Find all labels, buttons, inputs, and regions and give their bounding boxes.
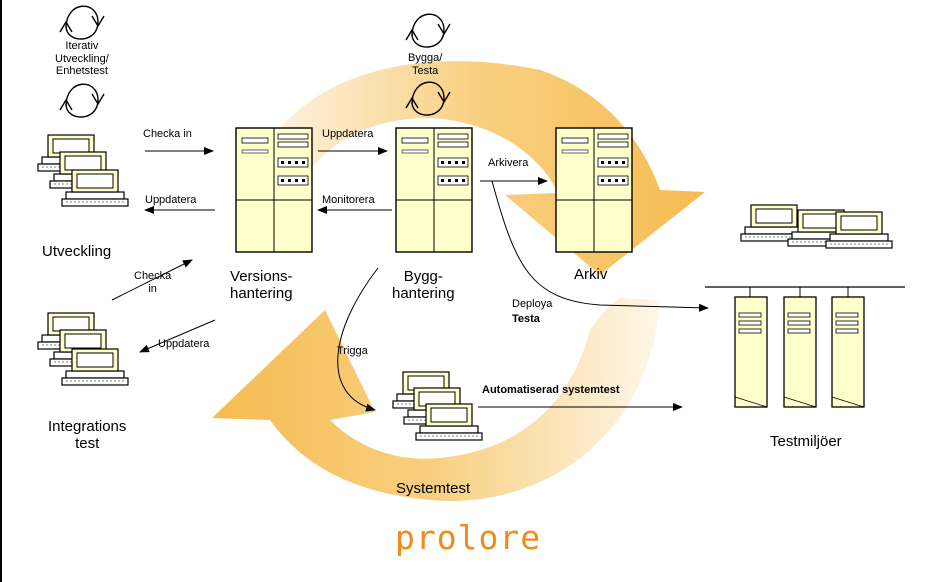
server-tower-icon [555, 127, 633, 253]
desktop-computers-icon [37, 134, 129, 207]
server-tower-icon [395, 127, 473, 253]
node-bygghantering: Bygg- hantering [392, 268, 455, 303]
cycle-arrow-bottom [212, 298, 660, 501]
circular-arrow-icon [59, 83, 105, 118]
circular-arrow-icon [405, 13, 451, 48]
update-label: Uppdatera [145, 194, 197, 206]
node-testmiljoer: Testmiljöer [770, 433, 842, 450]
deploy-label: Deploya [512, 298, 553, 310]
cycle-arrow-top [250, 61, 705, 275]
automated-systemtest-label: Automatiserad systemtest [482, 384, 620, 396]
update-label: Uppdatera [158, 338, 210, 350]
desktop-computers-icon [392, 371, 483, 441]
network-icon [705, 204, 905, 408]
node-utveckling: Utveckling [42, 243, 112, 260]
test-label: Testa [512, 313, 540, 325]
node-arkiv: Arkiv [574, 266, 608, 283]
circular-arrow-icon [59, 5, 105, 40]
node-integrationstest: Integrations test [48, 418, 127, 453]
prolore-logo: prolore [395, 518, 542, 557]
node-systemtest: Systemtest [396, 480, 471, 497]
desktop-computers-icon [37, 312, 129, 386]
flow-arrows [111, 147, 709, 412]
archive-label: Arkivera [488, 157, 529, 169]
monitor-label: Monitorera [322, 194, 375, 206]
build-test-label: Bygga/ Testa [408, 52, 443, 77]
node-versionshantering: Versions- hantering [230, 268, 293, 303]
server-tower-icon [235, 127, 313, 253]
checkin-label: Checka in [134, 270, 172, 295]
checkin-label: Checka in [143, 128, 192, 140]
update-label: Uppdatera [322, 128, 374, 140]
iterative-dev-label: Iterativ Utveckling/ Enhetstest [55, 40, 109, 78]
trigger-label: Trigga [337, 345, 368, 357]
